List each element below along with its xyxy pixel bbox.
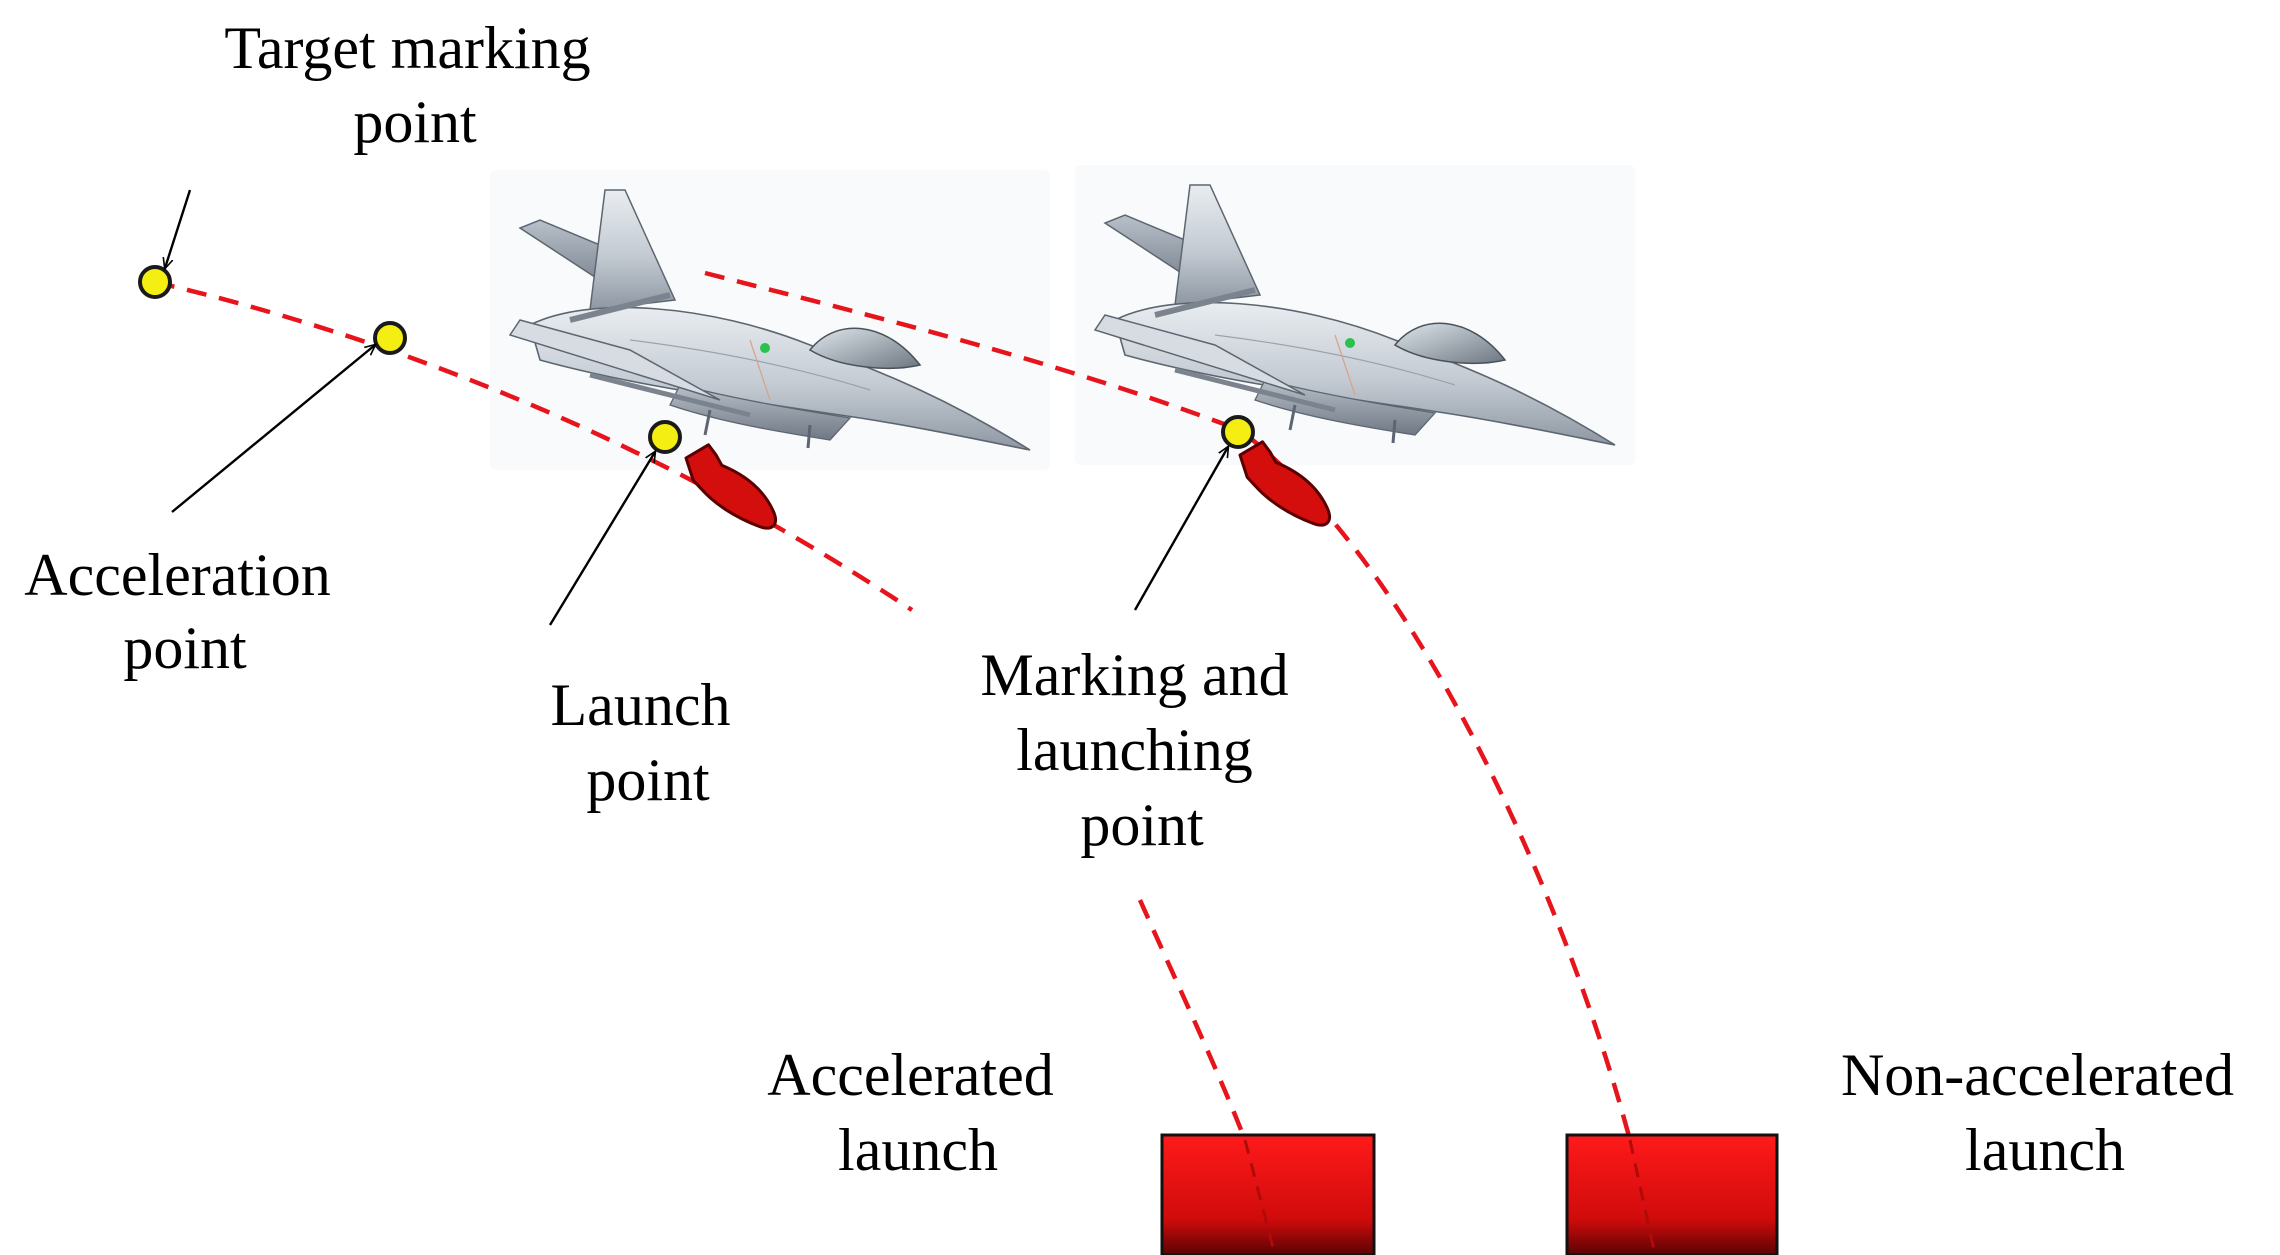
launch-point-marker <box>648 420 682 454</box>
non-accelerated-trajectory <box>704 270 1633 1141</box>
launch-arrow <box>548 452 655 626</box>
fighter-jet-icon <box>1075 165 1635 465</box>
target-marking-point-marker <box>138 265 172 299</box>
non-accelerated-target <box>1565 1133 1779 1255</box>
accelerated-trajectory-lower <box>1137 899 1248 1141</box>
accelerated-target <box>1160 1133 1376 1255</box>
marking-launching-arrow <box>1133 447 1228 611</box>
non-accelerated-launch-label: Non-accelerated launch <box>1841 1042 2249 1183</box>
launch-label: Launch point <box>551 672 746 813</box>
aircraft-right <box>1075 165 1635 465</box>
marking-launching-point-marker <box>1221 415 1255 449</box>
marking-launching-label: Marking and launching point <box>980 642 1303 858</box>
acceleration-label: Acceleration point <box>24 542 345 681</box>
target-marking-label: Target marking point <box>224 15 605 155</box>
target-marking-arrow <box>165 189 192 268</box>
acceleration-arrow <box>171 345 375 513</box>
accelerated-trajectory-upper <box>154 279 914 612</box>
accelerated-launch-label: Accelerated launch <box>767 1042 1068 1183</box>
acceleration-point-marker <box>373 321 407 355</box>
